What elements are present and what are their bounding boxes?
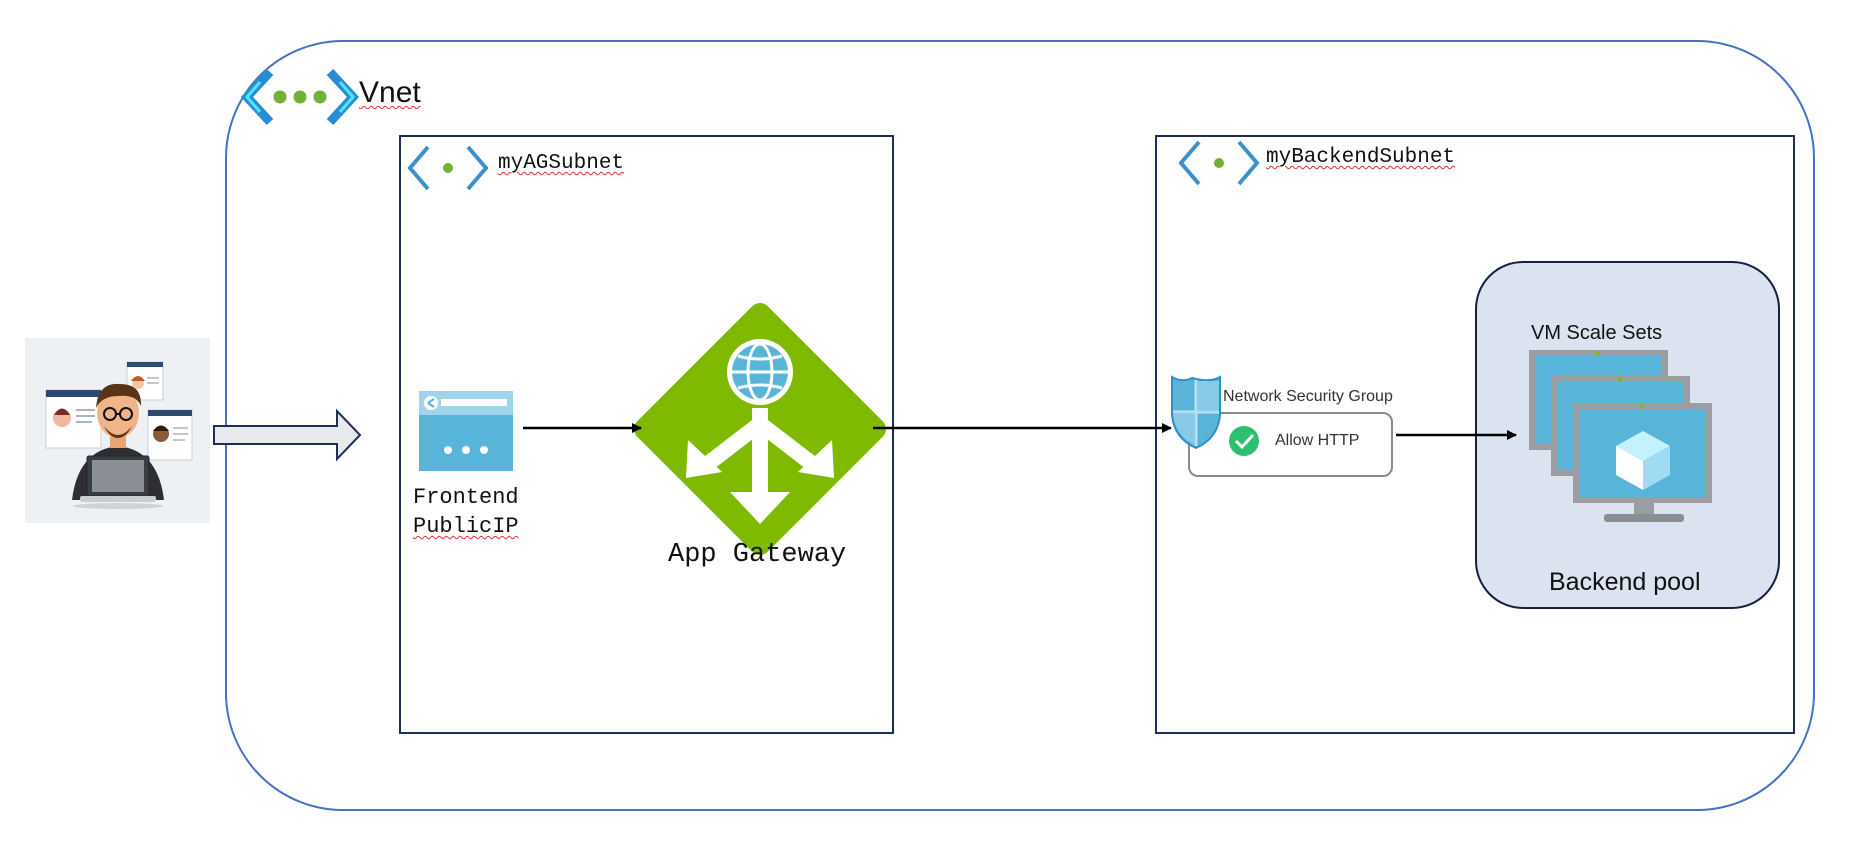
backend-subnet-container [1155,135,1795,734]
backend-pool-label: Backend pool [1549,568,1701,596]
backend-subnet-icon [1178,140,1260,186]
vm-scale-set-icon [1529,350,1712,522]
vnet-label: Vnet [359,76,421,109]
shield-icon [1171,375,1221,450]
vnet-icon [240,68,360,126]
frontend-label-line2: PublicIP [413,514,519,539]
gateway-label: App Gateway [668,540,847,570]
vmss-label: VM Scale Sets [1531,322,1663,344]
check-icon [1229,426,1259,456]
public-ip-icon [419,391,513,471]
frontend-label-line1: Frontend [413,485,519,510]
nsg-label: Network Security Group [1223,388,1393,405]
nsg-rule-label: Allow HTTP [1275,432,1360,449]
frontend-label: Frontend PublicIP [413,483,519,541]
application-gateway-icon [634,303,886,555]
ag-subnet-icon [407,145,489,191]
backend-subnet-label: myBackendSubnet [1266,146,1456,169]
ag-subnet-label: myAGSubnet [498,152,625,175]
ag-subnet-container [399,135,894,734]
user-laptop-icon [25,338,210,523]
user-to-vnet-arrow [213,408,362,462]
